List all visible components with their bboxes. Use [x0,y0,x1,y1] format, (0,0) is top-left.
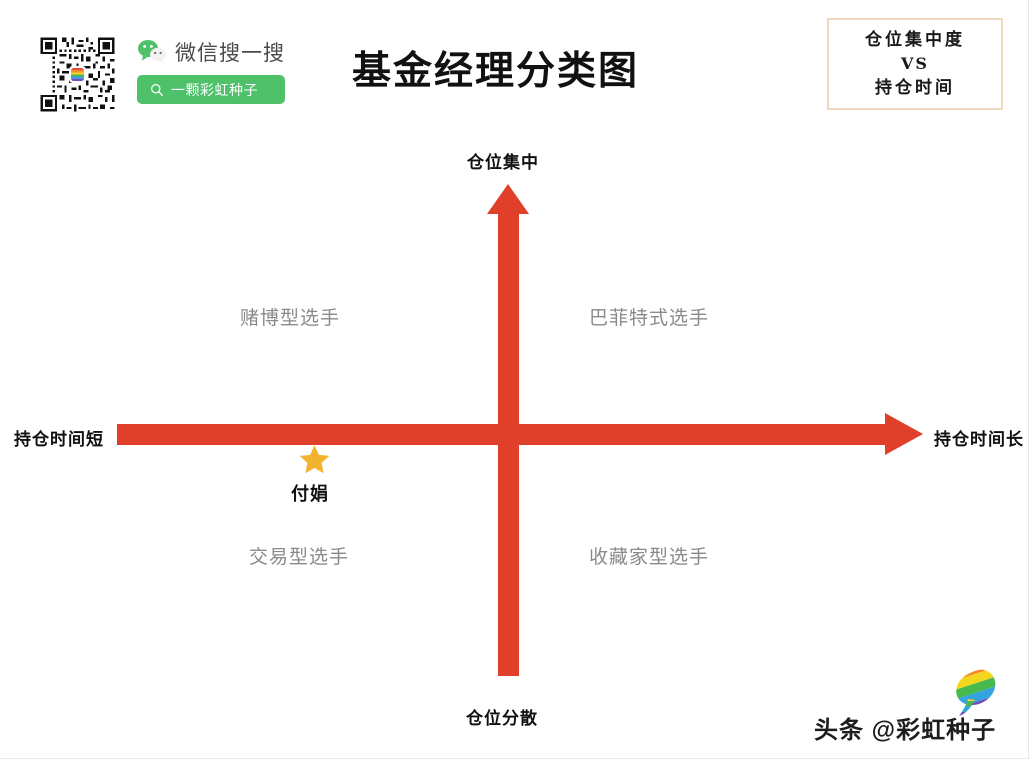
rainbow-seed-icon [938,665,1001,720]
quadrant-label-bottom-right: 收藏家型选手 [589,546,710,568]
caption-line-3: 持仓时间 [875,77,955,98]
wechat-search-label: 微信搜一搜 [175,42,285,65]
caption-line-2: VS [901,54,929,74]
wechat-row: 微信搜一搜 [137,36,327,68]
qr-code-icon [38,35,117,114]
wechat-search-button[interactable]: 一颗彩虹种子 [137,75,285,104]
horizontal-axis [117,424,889,445]
page-title: 基金经理分类图 [352,48,640,94]
axis-label-top: 仓位集中 [467,153,539,173]
quadrant-label-bottom-left: 交易型选手 [249,546,350,568]
axis-label-right: 持仓时间长 [934,430,1024,450]
caption-line-1: 仓位集中度 [865,29,965,50]
search-icon [151,83,163,96]
caption-box: 仓位集中度 VS 持仓时间 [827,18,1003,110]
quadrant-label-top-left: 赌博型选手 [240,307,341,329]
watermark: 头条 @彩虹种子 [808,665,1018,746]
star-marker-label: 付娟 [291,484,329,505]
axis-right-arrow-icon [885,413,923,455]
wechat-promo: 微信搜一搜 一颗彩虹种子 [137,36,327,104]
wechat-icon [137,39,167,65]
wechat-search-keyword: 一颗彩虹种子 [171,81,258,98]
axis-label-bottom: 仓位分散 [466,709,538,729]
axis-label-left: 持仓时间短 [14,430,104,450]
star-marker-icon [298,443,331,476]
watermark-text: 头条 @彩虹种子 [814,717,997,744]
axis-up-arrow-icon [487,184,529,214]
quadrant-label-top-right: 巴菲特式选手 [589,307,710,329]
